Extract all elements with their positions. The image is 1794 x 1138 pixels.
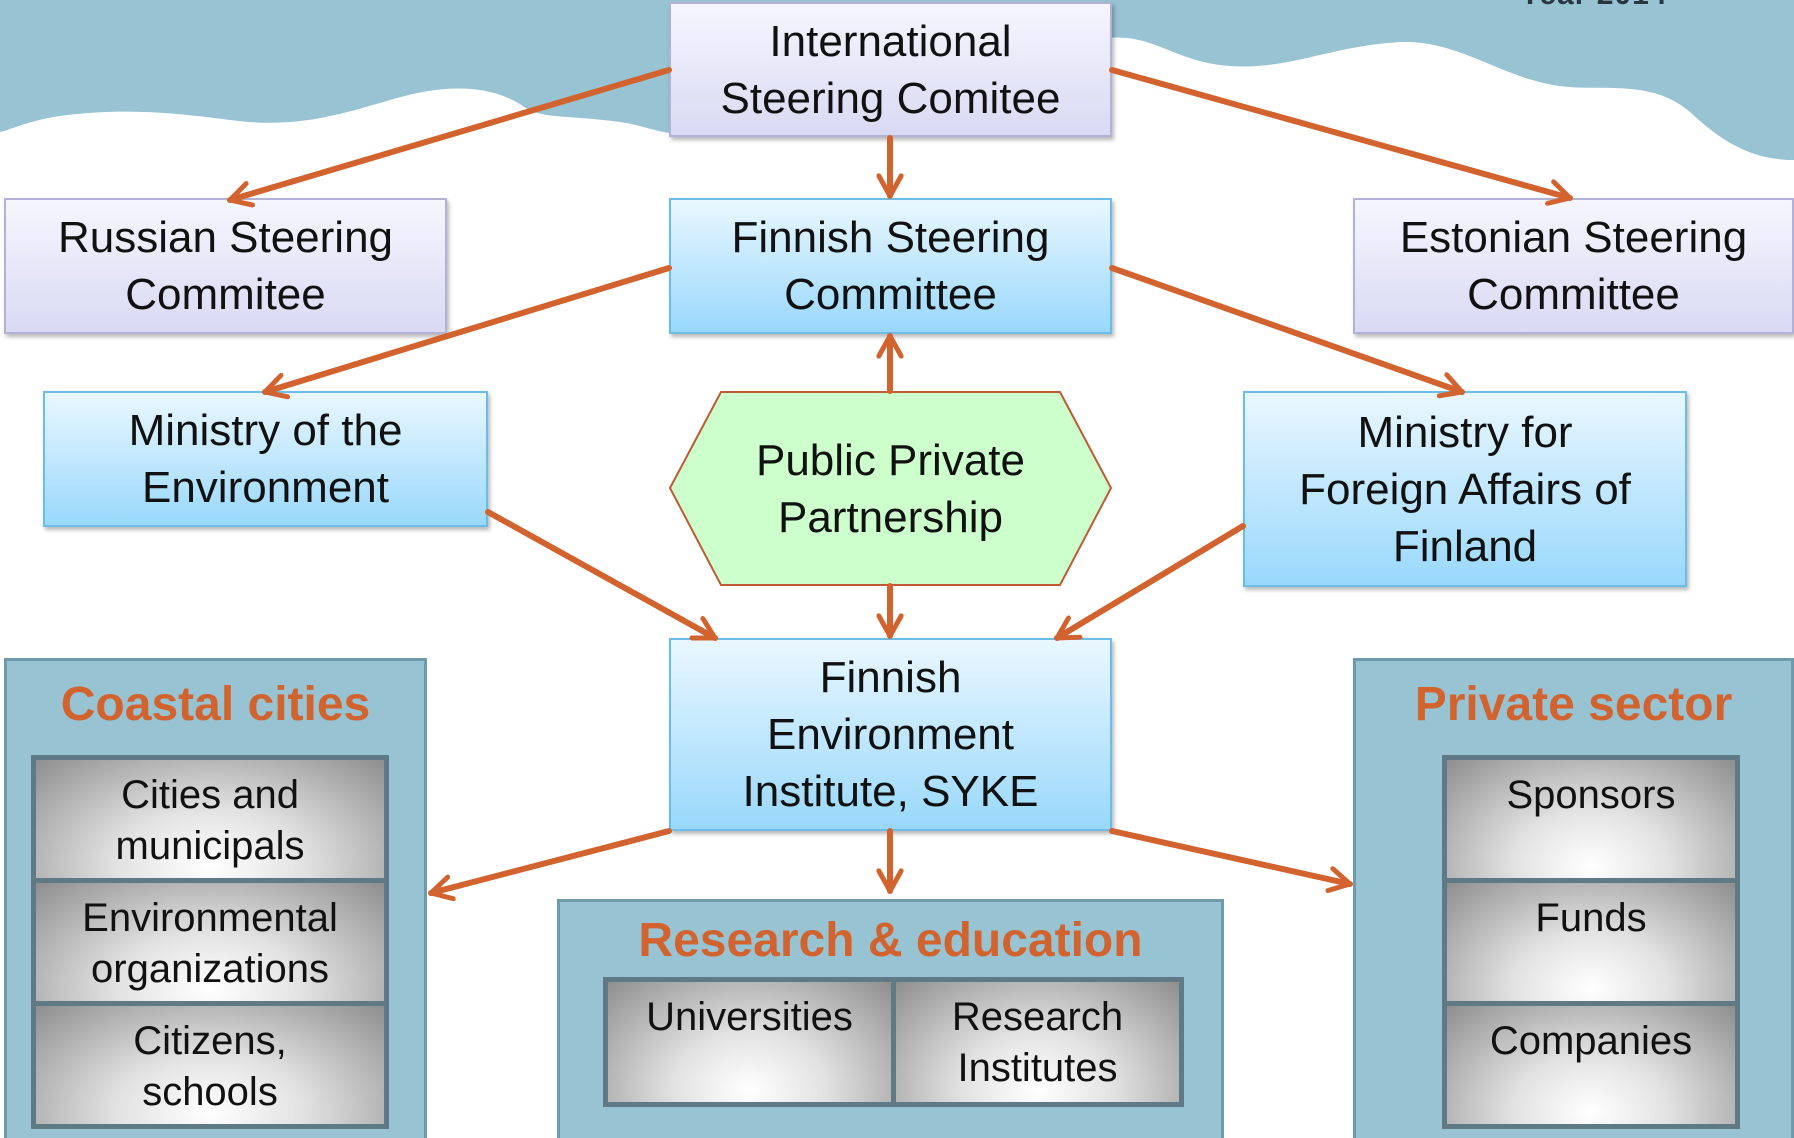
- coastal-cities-title: Coastal cities: [60, 678, 371, 731]
- background-water: [0, 0, 1794, 160]
- research-education-group: Research & education Universities Resear…: [557, 899, 1224, 1138]
- international-line2: Steering Comitee: [720, 73, 1061, 123]
- research-item-line2: Institutes: [957, 1046, 1118, 1090]
- coastal-item-line1: Environmental: [82, 896, 338, 940]
- private-item: Companies: [1442, 1001, 1740, 1129]
- finnish-line2: Committee: [784, 270, 997, 319]
- private-sector-group: Private sector Sponsors Funds Companies: [1353, 658, 1794, 1138]
- ppp-label: Public Private Partnership: [669, 391, 1112, 586]
- ministry-env-line2: Environment: [141, 463, 389, 512]
- private-item: Funds: [1442, 878, 1740, 1006]
- coastal-item-line2: municipals: [115, 824, 305, 868]
- private-item-line1: Companies: [1489, 1019, 1693, 1063]
- research-item-line1: Universities: [646, 995, 853, 1039]
- international-steering-committee-box: International Steering Comitee: [669, 2, 1112, 137]
- ministry-foreign-line1: Ministry for: [1357, 407, 1573, 457]
- coastal-item: Environmental organizations: [31, 878, 389, 1006]
- syke-box: Finnish Environment Institute, SYKE: [669, 638, 1112, 831]
- research-item: Universities: [603, 977, 896, 1107]
- private-sector-title: Private sector: [1414, 678, 1733, 731]
- ministry-env-line1: Ministry of the: [128, 406, 403, 455]
- estonian-line2: Committee: [1467, 270, 1680, 319]
- russian-line1: Russian Steering: [57, 213, 394, 262]
- coastal-item-line2: schools: [142, 1070, 278, 1114]
- syke-line3: Institute, SYKE: [742, 767, 1039, 816]
- research-education-title: Research & education: [638, 914, 1143, 967]
- ministry-foreign-line2: Foreign Affairs of: [1299, 464, 1631, 514]
- coastal-item-line2: organizations: [91, 947, 329, 991]
- research-item: Research Institutes: [891, 977, 1184, 1107]
- syke-line1: Finnish: [819, 653, 962, 702]
- ppp-line2: Partnership: [777, 492, 1003, 542]
- russian-line2: Commitee: [125, 270, 326, 319]
- ministry-of-environment-box: Ministry of the Environment: [43, 391, 488, 527]
- coastal-item: Cities and municipals: [31, 755, 389, 883]
- finnish-steering-committee-box: Finnish Steering Committee: [669, 198, 1112, 334]
- private-item-line1: Sponsors: [1506, 773, 1676, 817]
- estonian-steering-committee-box: Estonian Steering Committee: [1353, 198, 1794, 334]
- private-item-line1: Funds: [1535, 896, 1647, 940]
- finnish-line1: Finnish Steering: [731, 213, 1050, 262]
- ministry-foreign-affairs-box: Ministry for Foreign Affairs of Finland: [1243, 391, 1687, 587]
- estonian-line1: Estonian Steering: [1399, 213, 1748, 262]
- coastal-item-line1: Cities and: [121, 773, 299, 817]
- syke-line2: Environment: [766, 710, 1014, 759]
- research-item-line1: Research: [951, 995, 1124, 1039]
- coastal-item: Citizens, schools: [31, 1001, 389, 1129]
- russian-steering-committee-box: Russian Steering Commitee: [4, 198, 447, 334]
- ppp-line1: Public Private: [755, 435, 1025, 485]
- private-item: Sponsors: [1442, 755, 1740, 883]
- ministry-foreign-line3: Finland: [1392, 521, 1538, 571]
- coastal-item-line1: Citizens,: [133, 1019, 287, 1063]
- corner-year-label: Year 2014: [1520, 0, 1720, 12]
- coastal-cities-group: Coastal cities Cities and municipals Env…: [4, 658, 427, 1138]
- international-line1: International: [769, 16, 1012, 66]
